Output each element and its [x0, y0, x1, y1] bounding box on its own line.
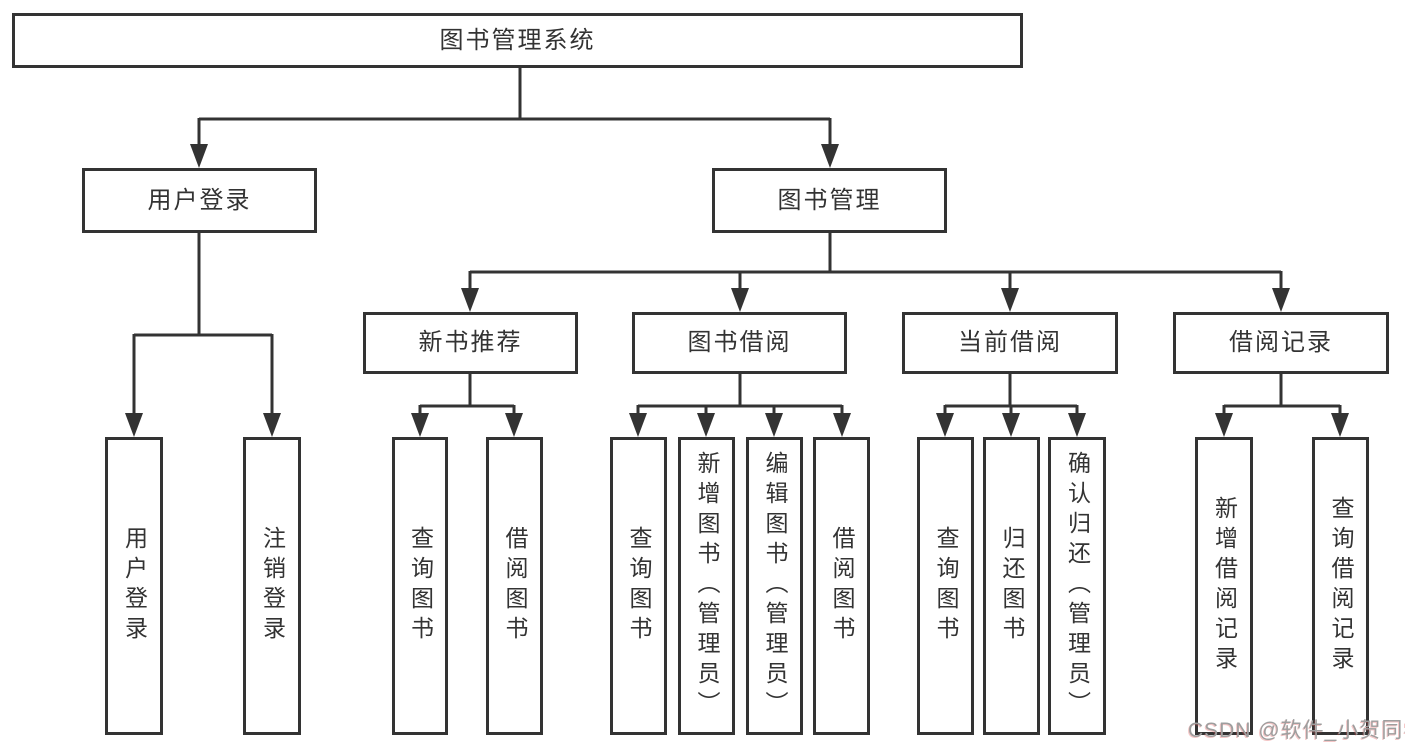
connector-lines [132, 68, 1342, 416]
node-new-book-recommend: 新书推荐 [363, 312, 578, 374]
leaf-user-login: 用户登录 [105, 437, 163, 735]
arrow-down-icon [629, 413, 647, 437]
arrow-down-icon [1068, 413, 1086, 437]
edge-root-to-level2 [197, 68, 832, 147]
node-user-login: 用户登录 [82, 168, 317, 233]
arrow-down-icon [505, 413, 523, 437]
arrow-down-icon [731, 288, 749, 312]
arrow-down-icon [821, 144, 839, 168]
leaf-query-borrow-record: 查询借阅记录 [1312, 437, 1369, 735]
leaf-logout-login: 注销登录 [243, 437, 301, 735]
arrow-down-icon [411, 413, 429, 437]
node-borrowing-records: 借阅记录 [1173, 312, 1389, 374]
arrow-down-icon [765, 413, 783, 437]
edge-borrow-record-to-leaves [1222, 374, 1342, 416]
arrow-down-icon [263, 413, 281, 437]
leaf-borrow-book: 借阅图书 [813, 437, 870, 735]
edge-current-borrow-to-leaves [943, 374, 1079, 416]
arrow-down-icon [936, 413, 954, 437]
arrow-down-icon [697, 413, 715, 437]
leaf-return-book: 归还图书 [983, 437, 1040, 735]
edge-book-borrow-to-leaves [636, 374, 844, 416]
node-current-borrowing: 当前借阅 [902, 312, 1118, 374]
leaf-borrow-book-recommend: 借阅图书 [486, 437, 543, 735]
arrow-down-icon [190, 144, 208, 168]
csdn-watermark: CSDN @软件_小贺同学 [1188, 719, 1405, 742]
edge-user-login-to-leaves [132, 233, 274, 416]
arrowheads [125, 144, 1349, 437]
node-book-borrowing: 图书借阅 [632, 312, 847, 374]
arrow-down-icon [1331, 413, 1349, 437]
leaf-query-book-current: 查询图书 [917, 437, 974, 735]
edge-book-mgmt-to-level3 [468, 233, 1283, 291]
leaf-edit-book-admin: 编辑图书（管理员） [746, 437, 803, 735]
edge-new-book-to-leaves [418, 374, 516, 416]
node-library-management-system: 图书管理系统 [12, 13, 1023, 68]
node-book-management: 图书管理 [712, 168, 947, 233]
leaf-add-book-admin: 新增图书（管理员） [678, 437, 735, 735]
arrow-down-icon [833, 413, 851, 437]
leaf-confirm-return-admin: 确认归还（管理员） [1048, 437, 1106, 735]
arrow-down-icon [1272, 288, 1290, 312]
arrow-down-icon [1001, 288, 1019, 312]
arrow-down-icon [461, 288, 479, 312]
arrow-down-icon [1215, 413, 1233, 437]
leaf-query-book-recommend: 查询图书 [392, 437, 448, 735]
leaf-query-book-borrowing: 查询图书 [610, 437, 667, 735]
leaf-add-borrow-record: 新增借阅记录 [1195, 437, 1253, 735]
arrow-down-icon [1002, 413, 1020, 437]
arrow-down-icon [125, 413, 143, 437]
